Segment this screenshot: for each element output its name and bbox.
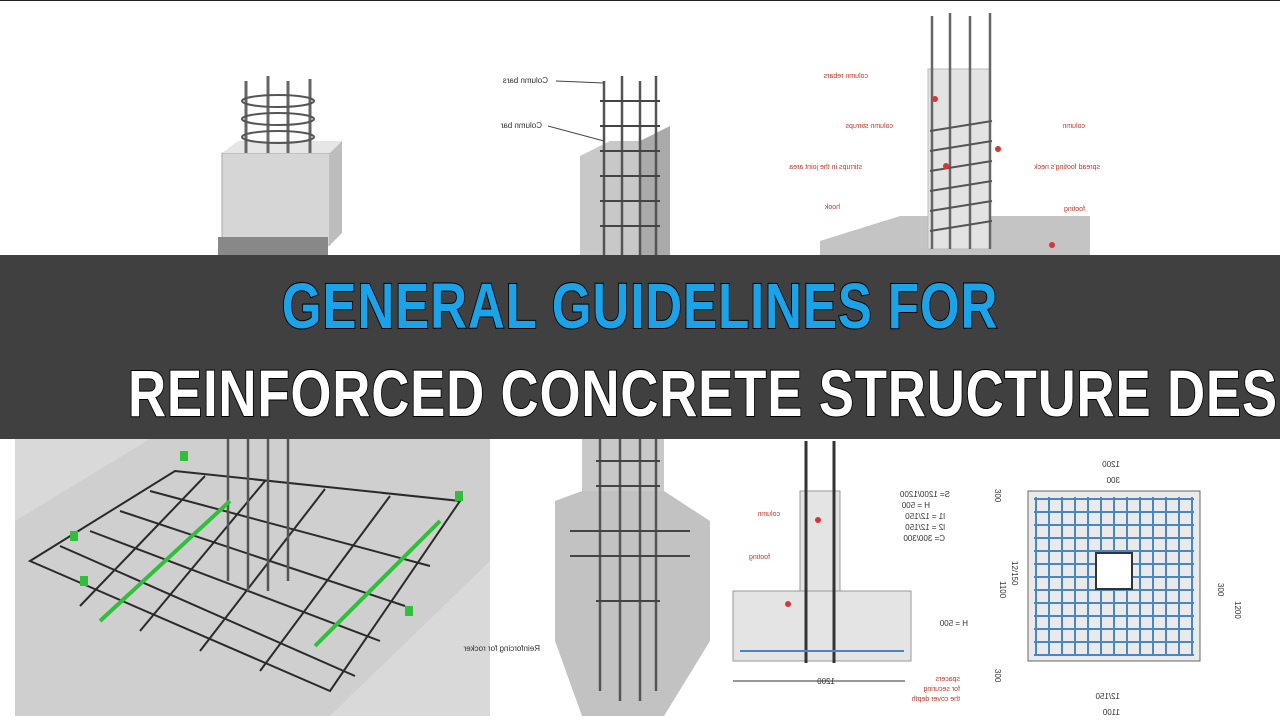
callout-column-bar: Column bar — [500, 121, 542, 130]
plan-dim-bar: 12/150 — [1095, 692, 1120, 701]
dim-l1: l1 = 12/150 — [905, 512, 945, 521]
callout-column-rebars: column rebars — [823, 73, 868, 80]
column-base-illustration: Reinforcing for rocker — [463, 439, 710, 716]
plan-dim-right2: 300 — [1216, 583, 1225, 597]
plan-dim-top2: 300 — [1106, 476, 1120, 485]
callout-section-footing: footing — [749, 554, 770, 561]
dim-h: H = 500 — [901, 501, 930, 510]
title-line-2: REINFORCED CONCRETE STRUCTURE DESIGN — [127, 355, 1280, 431]
callout-section-column: column — [757, 511, 780, 518]
pedestal-illustration — [218, 76, 342, 255]
callout-footing: footing — [1064, 206, 1085, 213]
callout-reinforcing: Reinforcing for rocker — [463, 644, 540, 653]
callout-spacers: spacers — [935, 676, 960, 683]
callout-column-stirrups: column stirrups — [845, 123, 893, 130]
plan-dim-right: 1200 — [1233, 601, 1242, 619]
footing-mesh-illustration — [15, 439, 490, 716]
column-illustration: Column bars Column bar — [500, 76, 670, 255]
dim-s: S= 1200/1200 — [899, 490, 950, 499]
plan-dim-bottom: 1100 — [1102, 708, 1120, 717]
plan-dim-top: 1200 — [1102, 460, 1120, 469]
dim-c: C= 300/300 — [903, 534, 945, 543]
footing-plan-drawing: 1200 300 12/150 1100 1200 300 12/150 110… — [993, 460, 1242, 717]
callout-column: column — [1062, 123, 1085, 130]
title-line-1: GENERAL GUIDELINES FOR — [281, 269, 999, 343]
plan-dim-left-top: 300 — [993, 489, 1002, 503]
callout-stirrups-joint: stirrups in the joint area — [789, 164, 862, 171]
plan-dim-left-bar: 12/150 — [1010, 561, 1019, 586]
callout-hook: hook — [824, 204, 840, 211]
dim-h2: H = 500 — [939, 619, 968, 628]
title-banner: GENERAL GUIDELINES FOR REINFORCED CONCRE… — [0, 255, 1280, 439]
callout-cover-depth: the cover depth — [912, 696, 960, 703]
footing-section-drawing: column footing spacers for securing the … — [732, 441, 968, 703]
dim-l2: l2 = 12/150 — [905, 523, 945, 532]
plan-dim-left: 1100 — [998, 581, 1007, 599]
column-footing-illustration: column rebars column stirrups column sti… — [789, 13, 1100, 255]
callout-column-bars: Column bars — [503, 76, 548, 85]
callout-securing: for securing — [923, 686, 960, 693]
plan-dim-left-bottom: 300 — [993, 669, 1002, 683]
callout-footing-neck: spread footing's neck — [1034, 164, 1100, 171]
